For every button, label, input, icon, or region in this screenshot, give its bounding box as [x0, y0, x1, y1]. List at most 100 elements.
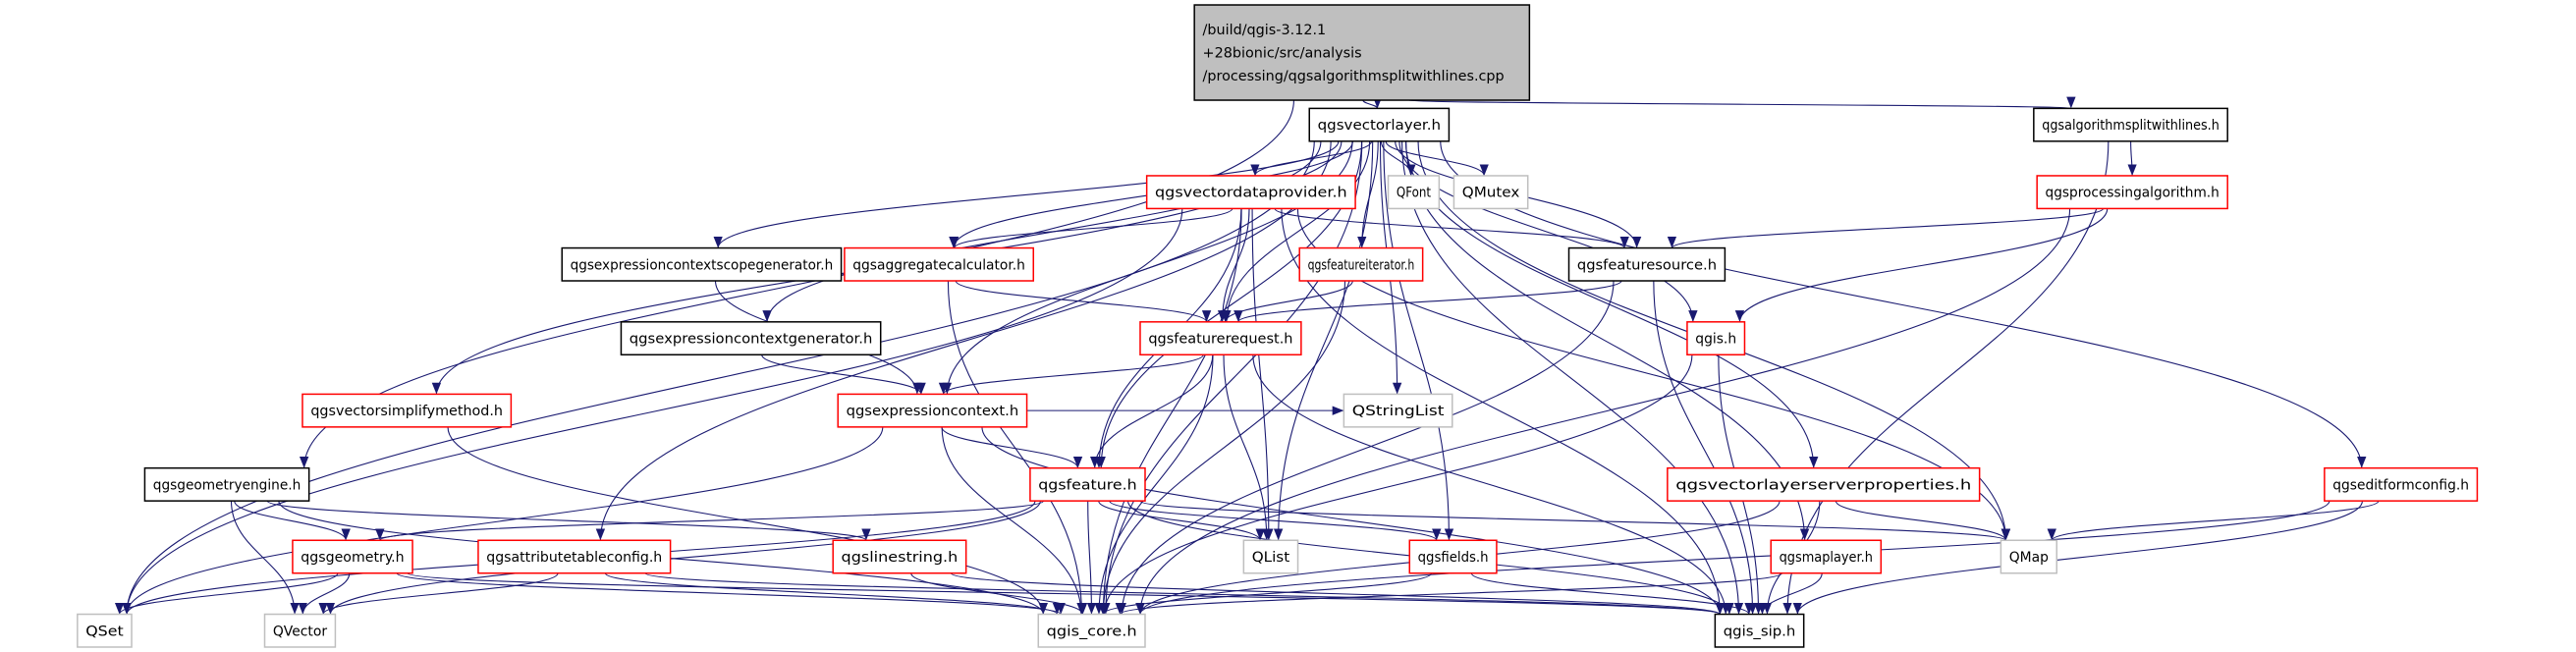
node-vectordataprovider[interactable]: qgsvectordataprovider.h [1145, 175, 1356, 210]
node-label: QFont [1397, 186, 1431, 201]
node-QMutex[interactable]: QMutex [1452, 175, 1529, 210]
node-featurerequest[interactable]: qgsfeaturerequest.h [1139, 321, 1302, 356]
edge-geometry-to-QSet [115, 572, 339, 615]
node-box [77, 613, 133, 648]
node-box [844, 246, 1035, 282]
node-box [1714, 613, 1805, 648]
edge-feature-to-QList [1098, 500, 1265, 541]
edge-featuresource-to-qgis_sip [1653, 281, 1758, 615]
edge-fields-to-qgis_sip [1470, 572, 1754, 616]
node-label: qgsgeometry.h [301, 550, 404, 566]
edge-geometry-to-qgis_core [396, 572, 1066, 616]
node-vectorlayer[interactable]: qgsvectorlayer.h [1308, 107, 1451, 142]
node-box [1667, 466, 1981, 502]
node-editformconfig[interactable]: qgseditformconfig.h [2324, 466, 2479, 502]
node-box [620, 321, 882, 356]
node-box [292, 539, 413, 574]
node-label: qgsvectorlayer.h [1318, 118, 1441, 134]
edge-vectorlayer-to-exprctxscopegen [713, 140, 1340, 248]
node-label: qgsfeature.h [1038, 477, 1136, 493]
edge-editformconfig-to-QMap [2047, 500, 2380, 541]
edge-attributetableconfig-to-qgis_core [604, 572, 1062, 616]
node-QSet[interactable]: QSet [77, 613, 133, 648]
node-box [2033, 107, 2228, 142]
node-qgis_core[interactable]: qgis_core.h [1037, 613, 1146, 648]
node-qgis[interactable]: qgis.h [1686, 321, 1746, 356]
edge-vectorlayer-to-qgis_core [1101, 140, 1363, 615]
node-label: qgsaggregatecalculator.h [852, 257, 1025, 273]
edge-maplayer-to-qgis_core [1115, 572, 1782, 616]
node-box [1139, 321, 1302, 356]
node-box [1770, 539, 1883, 574]
node-QMap[interactable]: QMap [2000, 539, 2058, 574]
node-label: qgsvectordataprovider.h [1155, 186, 1347, 201]
edge-featurerequest-to-feature [1090, 354, 1214, 468]
node-box [1308, 107, 1451, 142]
edge-root-to-algsplit [1407, 96, 2074, 109]
node-label: QMutex [1462, 186, 1520, 201]
edge-vectorlayer-to-fields [1383, 140, 1454, 541]
edge-featuresource-to-featurerequest [1233, 280, 1622, 323]
node-exprctx[interactable]: qgsexpressioncontext.h [837, 393, 1028, 428]
node-qgis_sip[interactable]: qgis_sip.h [1714, 613, 1805, 648]
node-QVector[interactable]: QVector [263, 613, 337, 648]
node-box [477, 539, 672, 574]
edge-vectordataprovider-to-QList [1251, 208, 1274, 541]
node-featureiterator[interactable]: qgsfeatureiterator.h [1298, 246, 1424, 282]
edge-feature-to-geometry [375, 500, 1045, 541]
node-label: qgis_sip.h [1724, 624, 1796, 639]
node-QList[interactable]: QList [1242, 539, 1299, 574]
node-linestring[interactable]: qgslinestring.h [832, 539, 967, 574]
node-label: qgis.h [1695, 332, 1736, 348]
node-box [1298, 246, 1424, 282]
node-exprctxscopegen[interactable]: qgsexpressioncontextscopegenerator.h [561, 246, 843, 282]
node-label: qgsalgorithmsplitwithlines.h [2042, 118, 2220, 134]
edge-vectorlayer-to-qgis_sip [1401, 140, 1744, 615]
node-label: QSet [85, 624, 124, 639]
edge-exprctxgen-to-exprctx [761, 354, 926, 395]
node-aggregatecalculator[interactable]: qgsaggregatecalculator.h [844, 246, 1035, 282]
edge-geometry-to-QVector [298, 572, 351, 615]
node-geometryengine[interactable]: qgsgeometryengine.h [143, 466, 310, 502]
node-label: qgsprocessingalgorithm.h [2046, 186, 2220, 201]
node-featuresource[interactable]: qgsfeaturesource.h [1567, 246, 1726, 282]
node-geometry[interactable]: qgsgeometry.h [292, 539, 413, 574]
node-box [1387, 175, 1441, 210]
edge-featureiterator-to-featurerequest [1220, 280, 1353, 323]
node-label: QVector [273, 624, 327, 639]
edge-feature-to-fields [1109, 500, 1442, 541]
edge-maplayer-to-qgis_sip [1757, 572, 1823, 615]
edge-vlserverprops-to-QMap [1835, 500, 2010, 541]
edge-geometryengine-to-geometry [234, 500, 351, 541]
node-QStringList[interactable]: QStringList [1343, 393, 1453, 428]
node-label: qgseditformconfig.h [2332, 477, 2469, 493]
node-attributetableconfig[interactable]: qgsattributetableconfig.h [477, 539, 672, 574]
node-label: /build/qgis-3.12.1+28bionic/src/analysis… [1203, 23, 1505, 84]
node-QFont[interactable]: QFont [1387, 175, 1441, 210]
node-vectorsimplify[interactable]: qgsvectorsimplifymethod.h [301, 393, 513, 428]
edge-linestring-to-qgis_sip [950, 572, 1725, 616]
edge-processingalgorithm-to-qgis [1734, 208, 2109, 322]
node-box [561, 246, 843, 282]
node-root[interactable]: /build/qgis-3.12.1+28bionic/src/analysis… [1193, 4, 1531, 101]
node-box [1029, 466, 1146, 502]
edge-editformconfig-to-qgis_core [1135, 500, 2330, 615]
node-label: qgslinestring.h [842, 550, 959, 566]
node-box [1145, 175, 1356, 210]
node-box [1037, 613, 1146, 648]
node-vlserverprops[interactable]: qgsvectorlayerserverproperties.h [1667, 466, 1981, 502]
node-exprctxgen[interactable]: qgsexpressioncontextgenerator.h [620, 321, 882, 356]
node-algsplit[interactable]: qgsalgorithmsplitwithlines.h [2033, 107, 2228, 142]
node-feature[interactable]: qgsfeature.h [1029, 466, 1146, 502]
edge-qgis-to-qgis_core [1099, 354, 1693, 615]
node-fields[interactable]: qgsfields.h [1408, 539, 1498, 574]
node-label: QMap [2009, 550, 2049, 566]
edge-featurerequest-to-qgis_core [1094, 354, 1214, 615]
edge-exprctx-to-qgis_sip [981, 426, 1725, 615]
node-box [837, 393, 1028, 428]
node-processingalgorithm[interactable]: qgsprocessingalgorithm.h [2036, 175, 2228, 210]
edge-aggregatecalculator-to-featurerequest [955, 280, 1212, 323]
edge-processingalgorithm-to-featuresource [1668, 207, 2105, 249]
node-maplayer[interactable]: qgsmaplayer.h [1770, 539, 1883, 574]
